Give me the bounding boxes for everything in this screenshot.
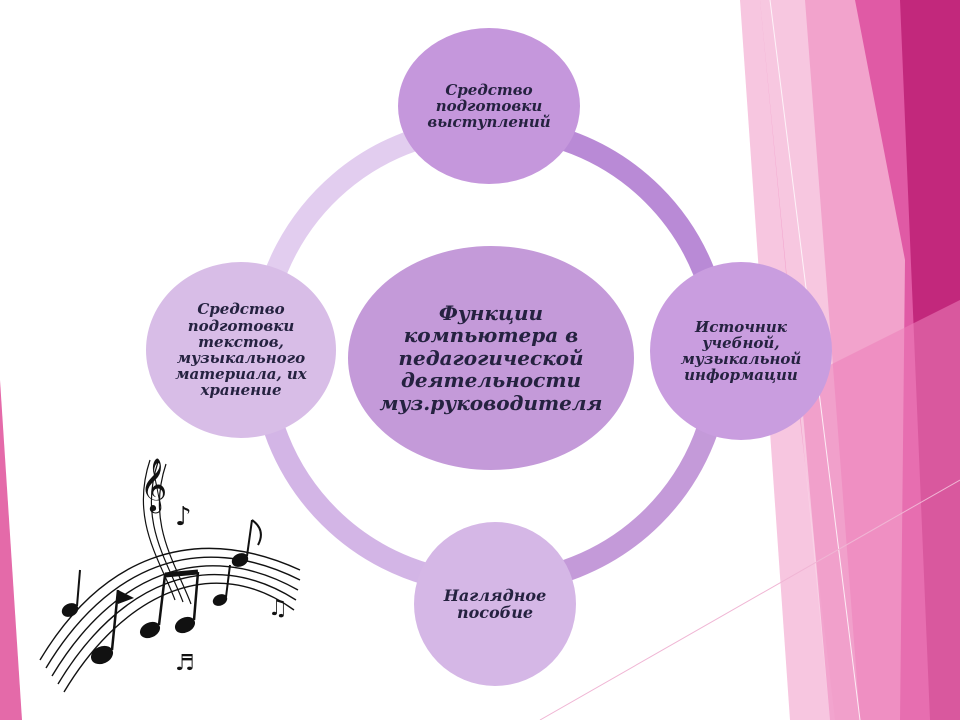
- music-notes-icon: 𝄞 ♪ ♫ ♬: [39, 457, 301, 693]
- node-info-source-label: Источник учебной, музыкальной информации: [680, 317, 802, 385]
- node-text-prep: Средство подготовки текстов, музыкальног…: [146, 262, 336, 438]
- svg-text:♪: ♪: [175, 502, 192, 532]
- node-presentation-prep: Средство подготовки выступлений: [398, 28, 580, 184]
- node-center-functions-label: Функции компьютера в педагогической деят…: [379, 301, 603, 415]
- node-text-prep-label: Средство подготовки текстов, музыкальног…: [175, 300, 307, 400]
- svg-text:♫: ♫: [268, 596, 288, 621]
- svg-text:♬: ♬: [175, 651, 195, 676]
- svg-text:𝄞: 𝄞: [140, 457, 167, 513]
- node-presentation-prep-label: Средство подготовки выступлений: [427, 80, 551, 132]
- node-center-functions: Функции компьютера в педагогической деят…: [348, 246, 634, 470]
- left-pink-triangle: [0, 380, 22, 720]
- node-visual-aid: Наглядное пособие: [414, 522, 576, 686]
- node-info-source: Источник учебной, музыкальной информации: [650, 262, 832, 440]
- node-visual-aid-label: Наглядное пособие: [443, 585, 547, 622]
